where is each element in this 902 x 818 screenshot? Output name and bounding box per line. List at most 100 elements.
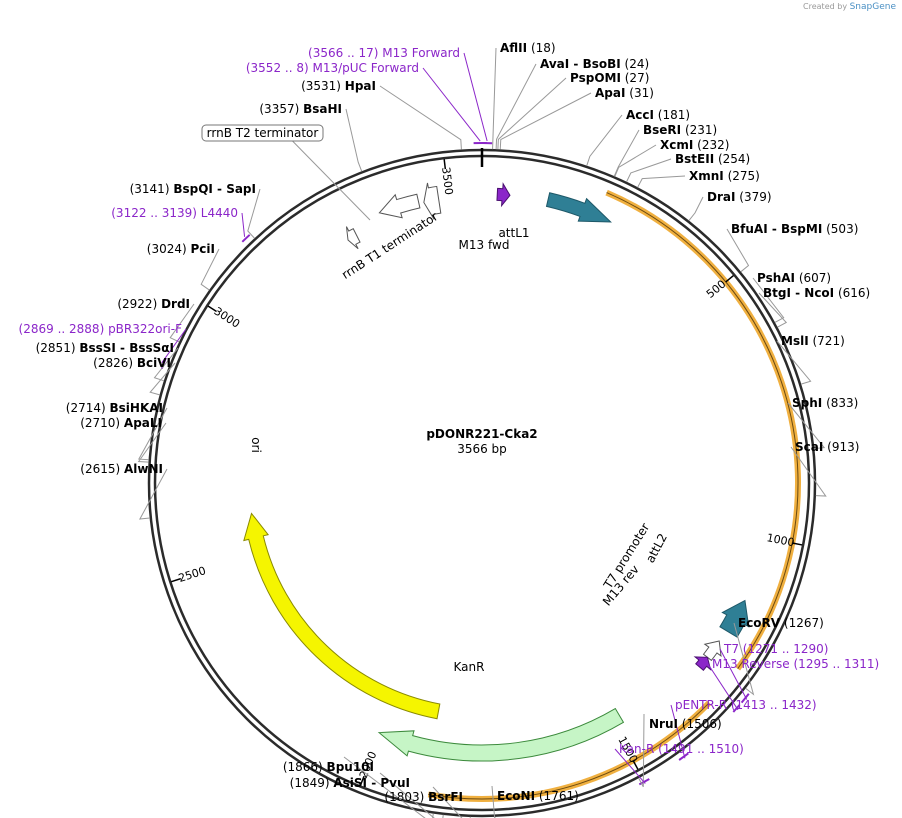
site-alwni[interactable]: (2615) AlwNI [80, 462, 163, 476]
leader-bsihkai [138, 407, 168, 461]
site-btgi[interactable]: BtgI - NcoI (616) [763, 286, 870, 300]
tick-2000 [359, 775, 365, 786]
site-drai[interactable]: DraI (379) [707, 190, 772, 204]
svg-text:(2851) BssSI - BssSαI: (2851) BssSI - BssSαI [36, 341, 174, 355]
leader-scai [790, 446, 827, 497]
ori-label: ori [249, 437, 263, 453]
site-pshai[interactable]: PshAI (607) [757, 271, 831, 285]
leader-avai [495, 63, 537, 150]
site-bsihkai[interactable]: (2714) BsiHKAI [66, 401, 163, 415]
leader-pcii [200, 248, 220, 291]
credit-prefix: Created by [803, 2, 848, 11]
primer-m13-reverse[interactable]: M13 Reverse (1295 .. 1311) [712, 657, 879, 671]
kanr-label: KanR [454, 660, 485, 674]
svg-text:NruI (1506): NruI (1506) [649, 717, 722, 731]
leader-xmni [637, 175, 686, 188]
svg-text:EcoRV (1267): EcoRV (1267) [738, 616, 824, 630]
svg-text:(3531) HpaI: (3531) HpaI [301, 79, 376, 93]
site-bsahi[interactable]: (3357) BsaHI [259, 102, 342, 116]
insert-highlight-line-1 [428, 702, 710, 800]
site-avai[interactable]: AvaI - BsoBI (24) [540, 57, 649, 71]
leader-bseri [613, 129, 640, 177]
svg-text:(1803) BsrFI: (1803) BsrFI [384, 790, 463, 804]
leader-econi [491, 785, 496, 818]
primer-m13-puc-forward[interactable]: (3552 .. 8) M13/pUC Forward [246, 61, 419, 75]
svg-text:XmnI (275): XmnI (275) [689, 169, 760, 183]
rrnb-t2-terminator-shape[interactable] [345, 226, 361, 250]
rrnb-t1-terminator-shape[interactable] [423, 182, 442, 220]
svg-text:ScaI (913): ScaI (913) [795, 440, 859, 454]
kanr-arrow[interactable] [377, 707, 625, 762]
m13-rev-arrow[interactable] [693, 656, 712, 672]
site-pcii[interactable]: (3024) PciI [147, 242, 215, 256]
site-bsrfi[interactable]: (1803) BsrFI [384, 790, 463, 804]
svg-text:PspOMI (27): PspOMI (27) [570, 71, 649, 85]
rrnb-t2-leader [292, 140, 371, 221]
site-bseri[interactable]: BseRI (231) [643, 123, 717, 137]
site-bpu10i[interactable]: (1866) Bpu10I [283, 760, 374, 774]
site-hpai[interactable]: (3531) HpaI [301, 79, 376, 93]
site-apai[interactable]: ApaI (31) [595, 86, 654, 100]
site-bspqi[interactable]: (3141) BspQI - SapI [130, 182, 256, 196]
svg-text:Kan-R (1491 .. 1510): Kan-R (1491 .. 1510) [619, 742, 744, 756]
primer-m13-forward[interactable]: (3566 .. 17) M13 Forward [308, 46, 460, 60]
primer-leader-0 [463, 52, 488, 142]
svg-text:BtgI - NcoI (616): BtgI - NcoI (616) [763, 286, 870, 300]
rrnb-t2-terminator-box[interactable] [201, 124, 324, 142]
snapgene-credit: Created by SnapGene [803, 2, 896, 12]
site-asisi[interactable]: (1849) AsiSI - PvuI [290, 776, 410, 790]
primer-kan-r[interactable]: Kan-R (1491 .. 1510) [619, 742, 744, 756]
primer-mark-6 [678, 752, 689, 761]
primer-leader-1 [422, 67, 481, 142]
ori-arrow[interactable] [243, 512, 441, 720]
primer-pbr322ori-f[interactable]: (2869 .. 2888) pBR322ori-F [19, 322, 183, 336]
insert-highlight-0 [605, 189, 801, 671]
site-sphi[interactable]: SphI (833) [792, 396, 858, 410]
snapgene-logo: SnapGene [849, 2, 896, 12]
site-ecorv[interactable]: EcoRV (1267) [738, 616, 824, 630]
site-apali[interactable]: (2710) ApaLI [80, 416, 162, 430]
site-bsteii[interactable]: BstEII (254) [675, 152, 750, 166]
attl2-arrow[interactable] [719, 599, 750, 638]
svg-text:BseRI (231): BseRI (231) [643, 123, 717, 137]
attl1-arrow[interactable] [545, 192, 612, 223]
site-bcivi[interactable]: (2826) BciVI [93, 356, 171, 370]
primer-pentr-r[interactable]: pENTR-R (1413 .. 1432) [675, 698, 817, 712]
primer-leader-2 [241, 212, 246, 237]
svg-text:(3141) BspQI - SapI: (3141) BspQI - SapI [130, 182, 256, 196]
primer-l4440[interactable]: (3122 .. 3139) L4440 [111, 206, 238, 220]
svg-text:T7 (1271 .. 1290): T7 (1271 .. 1290) [723, 642, 828, 656]
site-xmni[interactable]: XmnI (275) [689, 169, 760, 183]
primer-leader-5 [707, 663, 739, 711]
leader-aflii [492, 47, 497, 150]
primer-t7[interactable]: T7 (1271 .. 1290) [723, 642, 828, 656]
site-xcmi[interactable]: XcmI (232) [660, 138, 729, 152]
primer-leader-4 [719, 648, 748, 700]
leader-alwni [138, 468, 168, 520]
leader-asisi [379, 772, 444, 818]
site-bsssi[interactable]: (2851) BssSI - BssSαI [36, 341, 174, 355]
site-nrui[interactable]: NruI (1506) [649, 717, 722, 731]
tick-label-3500: 3500 [439, 166, 455, 195]
m13-fwd-arrow[interactable] [496, 182, 511, 208]
rrnb-t1-arrow[interactable] [378, 193, 421, 219]
leader-ecorv [733, 622, 755, 696]
svg-text:SphI (833): SphI (833) [792, 396, 858, 410]
site-scai[interactable]: ScaI (913) [795, 440, 859, 454]
site-drdi[interactable]: (2922) DrdI [117, 297, 190, 311]
site-aflii[interactable]: AflII (18) [500, 41, 556, 55]
svg-text:(3024) PciI: (3024) PciI [147, 242, 215, 256]
leader-pspomi [497, 77, 567, 150]
site-econi[interactable]: EcoNI (1761) [497, 789, 579, 803]
svg-text:AvaI - BsoBI (24): AvaI - BsoBI (24) [540, 57, 649, 71]
svg-text:(1849) AsiSI - PvuI: (1849) AsiSI - PvuI [290, 776, 410, 790]
site-acci[interactable]: AccI (181) [626, 108, 690, 122]
svg-text:BstEII (254): BstEII (254) [675, 152, 750, 166]
leader-bfuai [726, 228, 750, 273]
site-msli[interactable]: MslI (721) [781, 334, 845, 348]
site-pspomi[interactable]: PspOMI (27) [570, 71, 649, 85]
site-bfuai[interactable]: BfuAI - BspMI (503) [731, 222, 858, 236]
insert-highlight-line-0 [606, 192, 799, 669]
